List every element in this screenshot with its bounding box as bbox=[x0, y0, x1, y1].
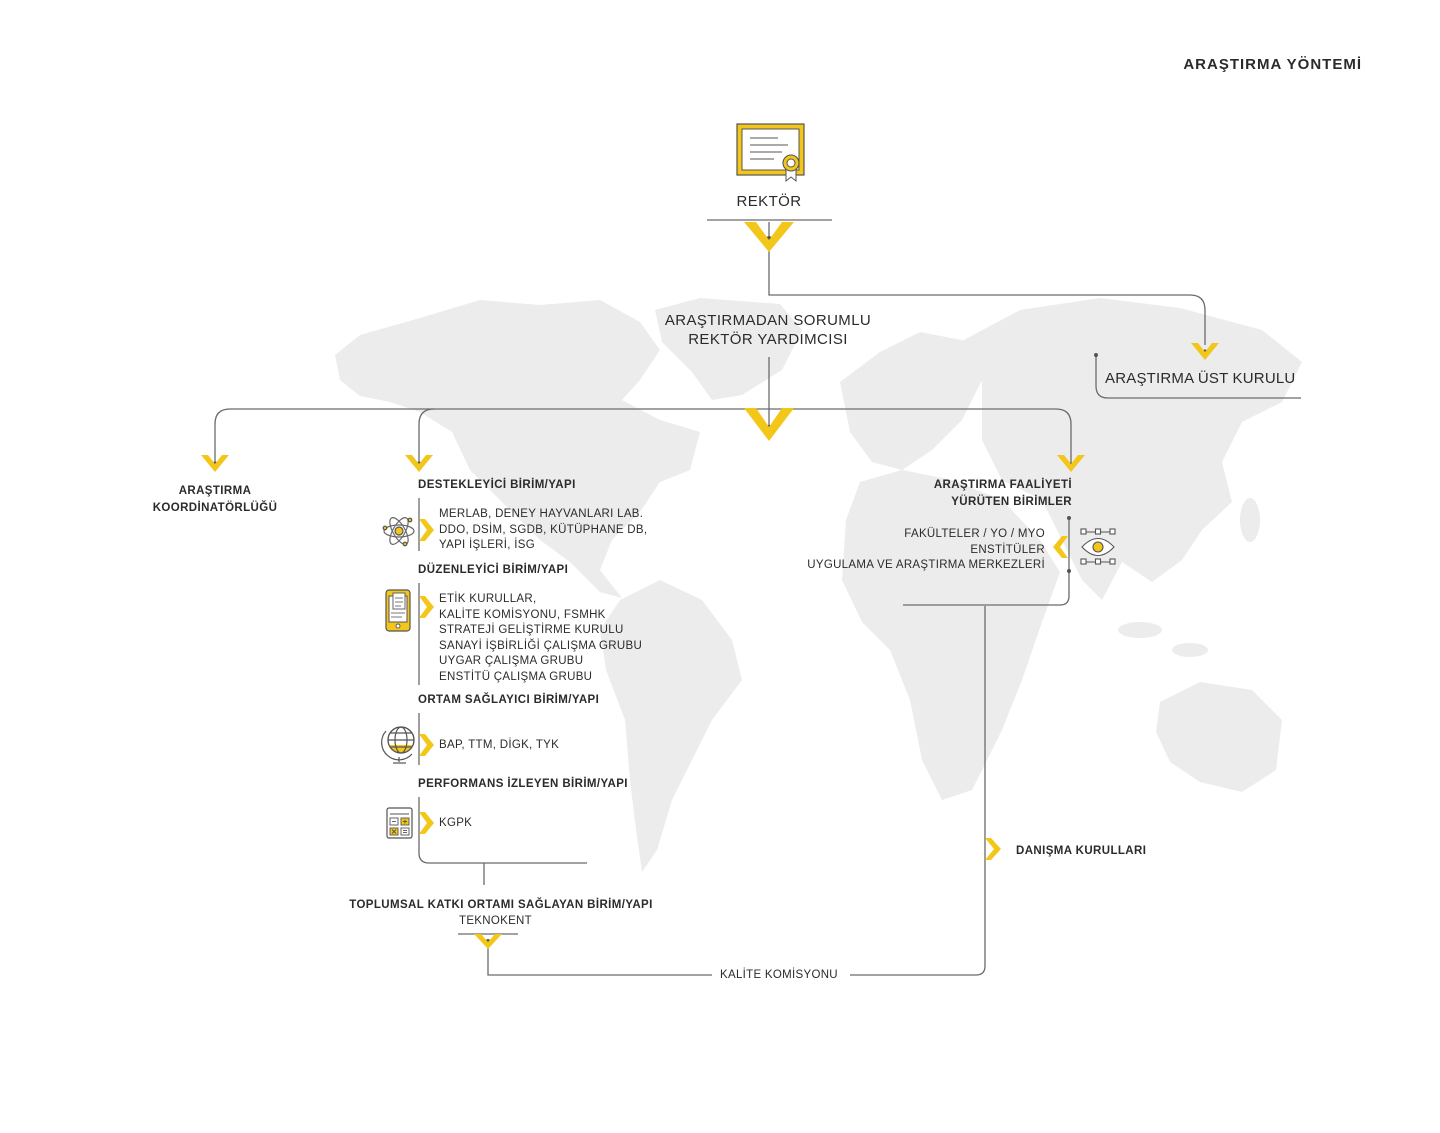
list-item: BAP, TTM, DİGK, TYK bbox=[439, 739, 560, 751]
performance-column-line bbox=[418, 797, 587, 864]
support-units-list: MERLAB, DENEY HAYVANLARI LAB. DDO, DSİM,… bbox=[439, 507, 647, 554]
chevron-down-icon bbox=[474, 934, 502, 949]
social-contribution-title: TOPLUMSAL KATKI ORTAMI SAĞLAYAN BİRİM/YA… bbox=[349, 899, 653, 911]
map-greenland bbox=[655, 298, 802, 400]
regulatory-units-list: ETİK KURULLAR, KALİTE KOMİSYONU, FSMHK S… bbox=[439, 592, 642, 686]
quality-commission-line-left bbox=[487, 942, 712, 976]
junction-dot bbox=[1067, 569, 1071, 573]
rektor-label: REKTÖR bbox=[736, 193, 802, 210]
map-islands bbox=[1118, 622, 1162, 638]
list-item: KGPK bbox=[439, 817, 473, 829]
rektor-to-upper-board-line bbox=[768, 222, 1206, 345]
research-units-bracket bbox=[903, 518, 1070, 606]
list-item: KALİTE KOMİSYONU, FSMHK bbox=[439, 608, 606, 621]
research-units-label-line1: ARAŞTIRMA FAALİYETİ bbox=[933, 479, 1072, 491]
vector-path-icon bbox=[1080, 528, 1116, 565]
research-units-node: ARAŞTIRMA FAALİYETİ YÜRÜTEN BİRİMLER bbox=[934, 477, 1072, 511]
chevron-markers bbox=[201, 222, 1219, 949]
quality-commission-label: KALİTE KOMİSYONU bbox=[720, 969, 838, 981]
upper-board-bracket bbox=[1095, 355, 1301, 399]
upper-board-label: ARAŞTIRMA ÜST KURULU bbox=[1105, 370, 1296, 387]
performance-units-list: KGPK bbox=[439, 816, 472, 832]
map-south-america bbox=[600, 580, 742, 872]
performance-units-title: PERFORMANS İZLEYEN BİRİM/YAPI bbox=[418, 778, 628, 790]
list-item: DDO, DSİM, SGDB, KÜTÜPHANE DB, bbox=[439, 523, 648, 536]
tablet-document-icon bbox=[385, 589, 411, 632]
chevron-down-icon bbox=[744, 408, 794, 441]
calculator-icon bbox=[386, 807, 413, 839]
vice-rector-node: ARAŞTIRMADAN SORUMLU REKTÖR YARDIMCISI bbox=[618, 311, 918, 349]
support-branch-line bbox=[418, 408, 435, 465]
coordination-label-line1: ARAŞTIRMA bbox=[178, 485, 252, 497]
map-north-america bbox=[335, 300, 700, 598]
chevron-down-icon bbox=[201, 455, 229, 472]
map-asia bbox=[960, 298, 1302, 600]
chevron-down-icon bbox=[1191, 343, 1219, 360]
connector-lines bbox=[214, 219, 1301, 976]
research-units-list: FAKÜLTELER / YO / MYO ENSTİTÜLER UYGULAM… bbox=[807, 527, 1045, 574]
certificate-icon bbox=[736, 123, 805, 183]
chevron-right-icon bbox=[419, 812, 434, 834]
page-title: ARAŞTIRMA YÖNTEMİ bbox=[1183, 56, 1362, 73]
map-europe bbox=[840, 332, 982, 470]
chevron-right-icon bbox=[419, 734, 434, 756]
map-islands bbox=[1172, 643, 1208, 657]
quality-commission-line-right bbox=[850, 606, 986, 976]
main-branch-line bbox=[214, 408, 1072, 466]
list-item: UYGULAMA VE ARAŞTIRMA MERKEZLERİ bbox=[807, 559, 1045, 572]
list-item: STRATEJİ GELİŞTİRME KURULU bbox=[439, 624, 624, 637]
vice-rector-label-line1: ARAŞTIRMADAN SORUMLU bbox=[664, 312, 872, 329]
list-item: FAKÜLTELER / YO / MYO bbox=[904, 528, 1045, 540]
advisory-boards-label: DANIŞMA KURULLARI bbox=[1016, 845, 1147, 857]
list-item: ENSTİTÜ ÇALIŞMA GRUBU bbox=[439, 670, 593, 683]
social-contribution-list: TEKNOKENT bbox=[459, 914, 532, 930]
map-africa bbox=[842, 470, 1060, 800]
list-item: TEKNOKENT bbox=[459, 915, 532, 927]
junction-dot bbox=[1094, 353, 1098, 357]
chevron-right-icon bbox=[985, 838, 1001, 860]
chevron-right-icon bbox=[419, 596, 434, 618]
vice-rector-label-line2: REKTÖR YARDIMCISI bbox=[688, 331, 848, 348]
coordination-node: ARAŞTIRMA KOORDİNATÖRLÜĞÜ bbox=[115, 483, 315, 517]
chevron-left-icon bbox=[1053, 536, 1068, 558]
coordination-label-line2: KOORDİNATÖRLÜĞÜ bbox=[152, 502, 278, 514]
world-map-background bbox=[335, 298, 1302, 872]
globe-icon bbox=[381, 726, 415, 764]
list-item: SANAYİ İŞBİRLİĞİ ÇALIŞMA GRUBU bbox=[439, 639, 643, 652]
chevron-down-icon bbox=[405, 455, 433, 472]
list-item: ENSTİTÜLER bbox=[970, 543, 1045, 556]
map-islands bbox=[1240, 498, 1260, 542]
list-item: MERLAB, DENEY HAYVANLARI LAB. bbox=[439, 508, 644, 520]
chevron-down-icon bbox=[1057, 455, 1085, 472]
support-units-title: DESTEKLEYİCİ BİRİM/YAPI bbox=[418, 479, 576, 491]
list-item: YAPI İŞLERİ, İSG bbox=[439, 539, 535, 552]
chevron-down-icon bbox=[744, 222, 794, 252]
junction-dot bbox=[1067, 516, 1071, 520]
atom-icon bbox=[382, 517, 415, 547]
regulatory-units-title: DÜZENLEYİCİ BİRİM/YAPI bbox=[418, 564, 569, 576]
environment-units-title: ORTAM SAĞLAYICI BİRİM/YAPI bbox=[418, 694, 600, 706]
environment-units-list: BAP, TTM, DİGK, TYK bbox=[439, 738, 559, 754]
map-australia bbox=[1156, 682, 1282, 792]
list-item: ETİK KURULLAR, bbox=[439, 593, 537, 605]
chevron-right-icon bbox=[419, 519, 434, 541]
list-item: UYGAR ÇALIŞMA GRUBU bbox=[439, 655, 584, 668]
research-units-label-line2: YÜRÜTEN BİRİMLER bbox=[951, 496, 1072, 508]
